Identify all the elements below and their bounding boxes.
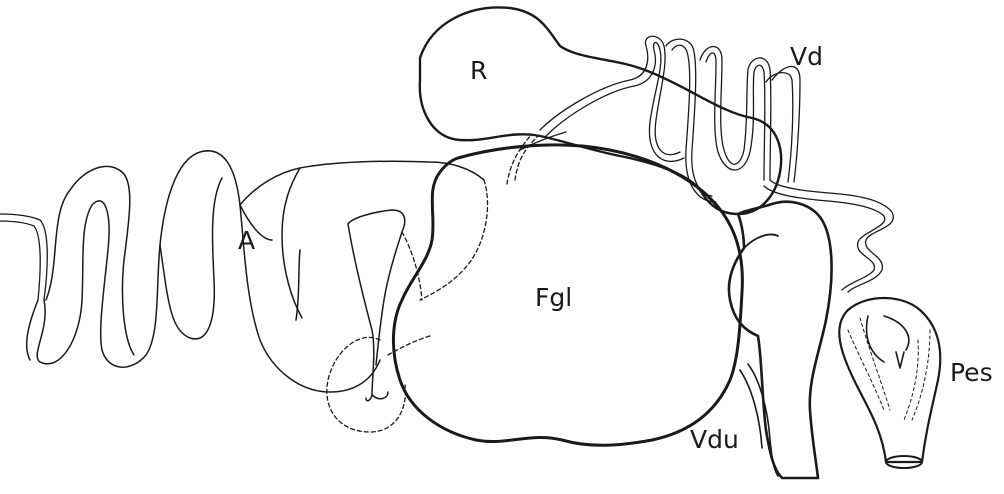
label-Fgl: Fgl xyxy=(535,285,572,310)
vas-deferens-left-duct xyxy=(0,214,47,300)
organ-R-reservoir xyxy=(420,7,781,214)
organ-Vdu-duct xyxy=(729,202,832,478)
label-A: A xyxy=(238,228,255,253)
label-Vdu: Vdu xyxy=(690,427,739,452)
organ-Pes xyxy=(839,298,940,468)
label-Pes: Pes xyxy=(950,360,993,385)
label-Vd: Vd xyxy=(790,44,823,69)
organ-Vd-duct xyxy=(507,36,893,292)
label-R: R xyxy=(470,58,487,83)
